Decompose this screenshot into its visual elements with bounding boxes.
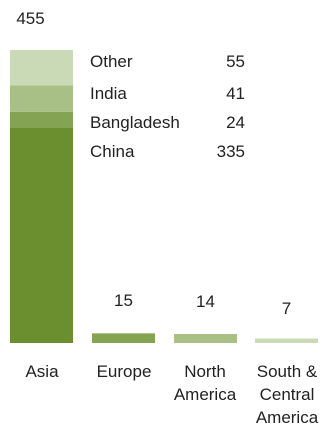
bars-group (10, 50, 318, 344)
bar-south-central-america (255, 338, 318, 343)
bar-segment-asia-india (10, 85, 73, 112)
bar-segment-asia-bangladesh (10, 111, 73, 128)
category-label-2-line-1: America (174, 385, 237, 404)
total-label-2: 14 (196, 292, 215, 311)
bar-europe (92, 333, 155, 343)
legend-name-china: China (90, 142, 135, 161)
legend-name-other: Other (90, 52, 133, 71)
legend-value-other: 55 (226, 52, 245, 71)
legend-value-india: 41 (226, 84, 245, 103)
total-label-1: 15 (114, 291, 133, 310)
bar-north-america (174, 333, 237, 343)
legend-value-bangladesh: 24 (226, 113, 245, 132)
category-label-1-line-0: Europe (97, 362, 152, 381)
category-label-2-line-0: North (184, 362, 226, 381)
labels-group: 455 15 14 7 China 335 Bangladesh 24 India 41 Other… (16, 9, 318, 427)
category-label-3-line-0: South & (257, 362, 318, 381)
category-label-3-line-1: Central (260, 385, 315, 404)
bar-segment-asia-china (10, 127, 73, 344)
total-label-0: 455 (16, 9, 44, 28)
legend-name-bangladesh: Bangladesh (90, 113, 180, 132)
total-label-3: 7 (282, 299, 291, 318)
legend-name-india: India (90, 84, 127, 103)
category-label-3-line-2: America (256, 408, 319, 427)
legend-value-china: 335 (217, 142, 245, 161)
category-label-0-line-0: Asia (25, 362, 59, 381)
bar-segment-asia-other (10, 50, 73, 86)
